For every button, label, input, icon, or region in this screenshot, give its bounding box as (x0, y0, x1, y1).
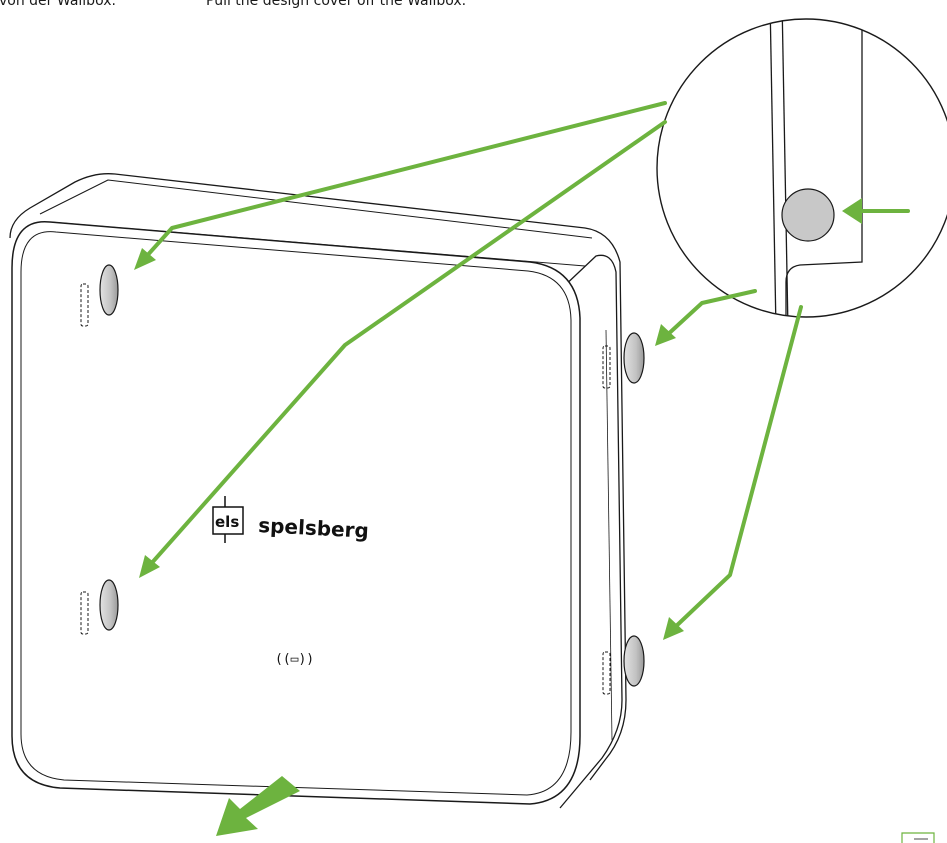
clip-button-bottom-right (623, 635, 645, 687)
arrowhead-top-right (655, 324, 676, 346)
clip-button-top-right (623, 332, 645, 384)
logo-brand-text: spelsberg (258, 513, 370, 543)
design-cover-outline (11, 221, 581, 805)
arrow-heads (134, 198, 862, 640)
slot-top-left (80, 283, 89, 327)
slot-bottom-left (80, 591, 89, 635)
clip-buttons (99, 264, 645, 687)
brand-logo: els spelsberg (212, 496, 370, 543)
detail-circle-outline (656, 18, 947, 318)
page-corner-mark (901, 832, 935, 843)
wallbox-right-face (559, 254, 623, 809)
clip-button-bottom-left (99, 579, 119, 631)
slot-bottom-right (602, 651, 611, 695)
detail-clip-button (781, 188, 835, 242)
guide-arrows (143, 101, 910, 632)
detail-callout (656, 18, 947, 318)
arrow-to-top-left-clip (143, 101, 667, 260)
caption-english: Pull the design cover off the Wallbox. (206, 0, 467, 9)
clip-button-top-left (99, 264, 119, 316)
contactless-reader-icon: ((▭)) (275, 652, 314, 667)
design-cover-inner-edge (20, 231, 572, 796)
logo-mark-text: els (215, 513, 239, 531)
arrowhead-top-left (134, 248, 156, 270)
arrowhead-bottom-left (139, 555, 160, 578)
arrow-to-bottom-right-clip (670, 305, 803, 632)
cover-slots (80, 283, 611, 695)
wallbox-back-edge (9, 173, 627, 781)
slot-top-right (602, 345, 611, 389)
arrowhead-detail (842, 198, 862, 224)
arrowhead-bottom-right (663, 617, 684, 640)
logo-mark-box (212, 506, 244, 535)
caption-german: von der Wallbox. (0, 0, 116, 9)
design-cover (11, 221, 581, 805)
wallbox-top-ridge (39, 179, 593, 239)
arrow-to-top-right-clip (663, 289, 757, 339)
arrow-down-left-icon (216, 776, 300, 836)
arrow-to-bottom-left-clip (148, 120, 667, 567)
